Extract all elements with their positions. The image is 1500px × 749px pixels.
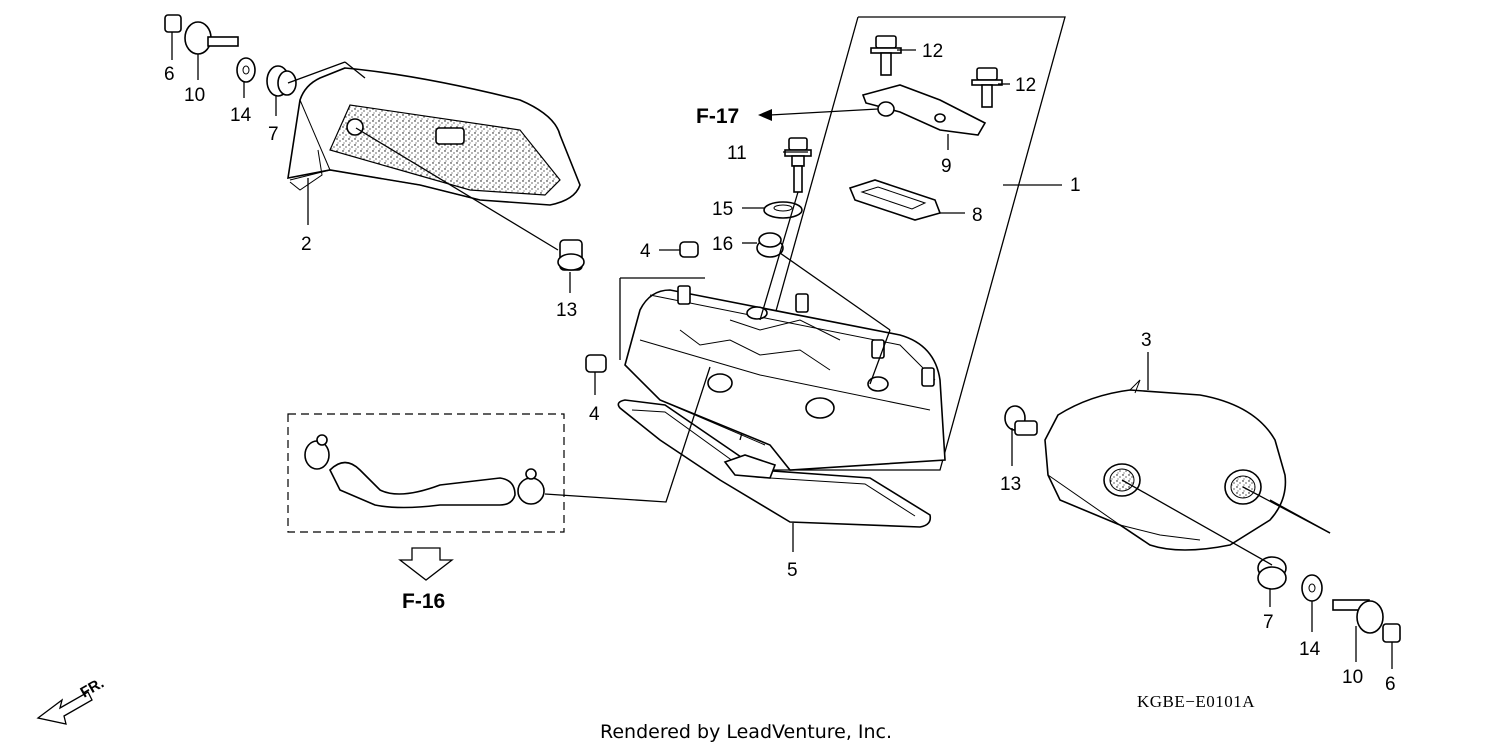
valve-cover[interactable] <box>624 285 946 471</box>
f16-label: F-16 <box>402 590 445 613</box>
f17-reference[interactable]: F-17 <box>696 105 879 128</box>
special-bolt[interactable] <box>784 137 812 193</box>
flange-bolt[interactable] <box>971 67 1003 108</box>
callout-7-right[interactable]: 7 <box>1263 612 1274 633</box>
collar[interactable] <box>1004 405 1038 436</box>
leader-lines <box>171 32 1393 669</box>
callout-2[interactable]: 2 <box>301 234 312 255</box>
cap-nut[interactable] <box>585 354 607 373</box>
collar[interactable] <box>557 239 585 271</box>
breather-hose-group[interactable] <box>287 366 711 533</box>
callout-6-right[interactable]: 6 <box>1385 674 1396 695</box>
grommet[interactable] <box>756 232 784 258</box>
callout-4-upper[interactable]: 4 <box>640 241 651 262</box>
cap-nut[interactable] <box>164 14 182 33</box>
callout-3[interactable]: 3 <box>1141 330 1152 351</box>
cap-nut[interactable] <box>1382 623 1401 643</box>
cap-nut[interactable] <box>679 241 699 258</box>
diagram-code: KGBE−E0101A <box>1137 692 1255 711</box>
callout-10-left[interactable]: 10 <box>184 85 205 106</box>
callout-13-left[interactable]: 13 <box>556 300 577 321</box>
credit-line: Rendered by LeadVenture, Inc. <box>600 721 892 743</box>
washer[interactable] <box>763 201 803 219</box>
callout-5[interactable]: 5 <box>787 560 798 581</box>
callout-4-lower[interactable]: 4 <box>589 404 600 425</box>
callout-1[interactable]: 1 <box>1070 175 1081 196</box>
callout-11[interactable]: 11 <box>727 143 747 164</box>
callout-14-right[interactable]: 14 <box>1299 639 1321 660</box>
callout-16[interactable]: 16 <box>712 234 733 255</box>
callout-6-left[interactable]: 6 <box>164 64 175 85</box>
f16-reference[interactable]: F-16 <box>398 547 454 613</box>
washer[interactable] <box>236 57 256 83</box>
mounting-bolt[interactable] <box>1332 599 1384 634</box>
callout-13-right[interactable]: 13 <box>1000 474 1021 495</box>
callout-12-upper[interactable]: 12 <box>922 41 943 62</box>
breather-packing[interactable] <box>848 179 942 221</box>
grommet[interactable] <box>1257 556 1287 590</box>
callout-7-left[interactable]: 7 <box>268 124 279 145</box>
f17-label: F-17 <box>696 105 739 128</box>
callout-9[interactable]: 9 <box>941 156 952 177</box>
callout-8[interactable]: 8 <box>972 205 983 226</box>
mounting-bolt[interactable] <box>184 21 239 55</box>
down-arrow-icon <box>398 547 454 581</box>
right-side-cover[interactable] <box>1044 379 1287 551</box>
breather-plate[interactable] <box>861 84 987 136</box>
callouts: 1 2 3 4 4 5 6 6 7 7 8 9 10 10 11 12 12 1… <box>164 41 1396 695</box>
washer[interactable] <box>1301 574 1323 602</box>
left-side-cover[interactable] <box>287 67 581 206</box>
flange-bolt[interactable] <box>870 35 902 76</box>
front-direction-arrow-icon <box>36 691 93 725</box>
left-arrow-icon <box>758 109 772 121</box>
callout-14-left[interactable]: 14 <box>230 105 252 126</box>
callout-12-right[interactable]: 12 <box>1015 75 1036 96</box>
hardware <box>164 14 1401 643</box>
callout-10-right[interactable]: 10 <box>1342 667 1363 688</box>
grommet[interactable] <box>266 65 297 97</box>
cover-gasket[interactable] <box>617 399 932 528</box>
callout-15[interactable]: 15 <box>712 199 733 220</box>
front-direction: FR. <box>36 675 107 725</box>
